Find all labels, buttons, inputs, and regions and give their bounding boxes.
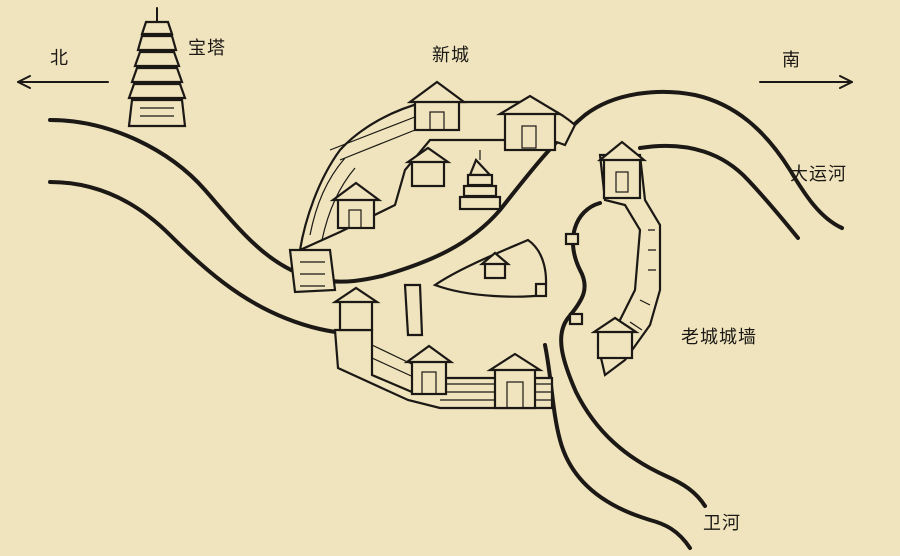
island: [432, 232, 584, 326]
old-city-walls: [331, 140, 662, 410]
inner-pagoda: [458, 150, 502, 211]
north-label: 北: [50, 48, 69, 69]
grand-canal-label: 大运河: [790, 164, 847, 185]
pagoda-label: 宝塔: [188, 38, 226, 59]
old-city-wall-label: 老城城墙: [681, 327, 757, 348]
river-bank-lower: [48, 180, 354, 336]
north-arrow: [17, 75, 109, 89]
new-city-walls: [288, 80, 577, 294]
wei-river-bank-right: [559, 201, 707, 508]
river-bank-upper: [48, 118, 384, 284]
south-arrow: [759, 75, 853, 89]
wei-river-label: 卫河: [703, 513, 741, 534]
new-city-label: 新城: [432, 45, 470, 66]
canal-bank-inner: [638, 143, 800, 240]
pagoda-icon: [127, 7, 187, 128]
canal-bank-outer: [380, 89, 844, 278]
south-label: 南: [782, 50, 801, 71]
